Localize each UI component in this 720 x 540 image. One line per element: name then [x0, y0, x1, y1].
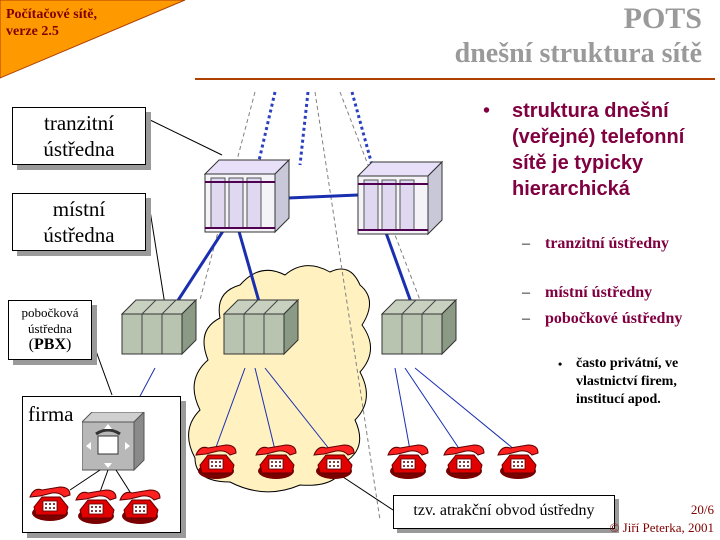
course-title-line1: Počítačové sítě, — [6, 7, 97, 22]
telephone-icon — [443, 444, 485, 480]
label-text: ústředna — [27, 321, 73, 336]
sub-bullet-text: pobočkové ústředny — [545, 310, 683, 327]
telephone-icon — [195, 444, 237, 480]
sub-bullet-1: –tranzitní ústředny — [522, 235, 669, 252]
telephone-icon — [497, 444, 539, 480]
course-title-line2: verze 2.5 — [6, 24, 59, 39]
telephone-icon — [255, 444, 297, 480]
telephone-icon — [29, 486, 71, 522]
label-local-exchange: místní ústředna — [12, 193, 146, 251]
sub-bullet-text: místní ústředny — [545, 284, 653, 301]
bullet-main-text: struktura dnešní (veřejné) telefonní sít… — [512, 100, 685, 200]
sub-bullet-3: –pobočkové ústředny — [522, 310, 683, 327]
telephone-icon — [75, 489, 117, 525]
corner-triangle — [0, 0, 186, 79]
label-text: tranzitní — [44, 111, 114, 135]
course-title: Počítačové sítě, verze 2.5 — [6, 6, 97, 40]
title-divider — [195, 78, 715, 80]
telephone-icon — [119, 489, 161, 525]
company-label: firma — [28, 402, 74, 426]
sub-bullet-text: tranzitní ústředny — [545, 235, 669, 252]
label-text: ústředna — [43, 137, 115, 161]
pbx-icon — [82, 412, 145, 472]
sub-bullet-2: –místní ústředny — [522, 284, 653, 301]
telephone-icon — [387, 444, 429, 480]
label-text: místní — [52, 197, 106, 221]
bullet-marker: • — [483, 100, 491, 122]
copyright: © Jiří Peterka, 2001 — [609, 520, 714, 535]
telephone-icon — [313, 444, 355, 480]
slide-subtitle: dnešní struktura sítě — [454, 38, 702, 69]
subsub-bullet-marker: • — [558, 357, 563, 371]
trunk-lines-top — [256, 91, 374, 166]
label-transit-exchange: tranzitní ústředna — [12, 107, 146, 165]
service-area-label: tzv. atrakční obvod ústředny — [393, 495, 615, 529]
subsub-bullet-text: často privátní, ve vlastnictví firem, in… — [576, 356, 679, 407]
page-number: 20/6 — [690, 502, 714, 517]
pbx-tag: (PBX) — [28, 336, 72, 353]
slide-title: POTS — [623, 2, 702, 35]
label-text: ústředna — [43, 223, 115, 247]
label-text: pobočková — [21, 305, 79, 320]
label-pbx: pobočková ústředna (PBX) — [8, 300, 92, 360]
